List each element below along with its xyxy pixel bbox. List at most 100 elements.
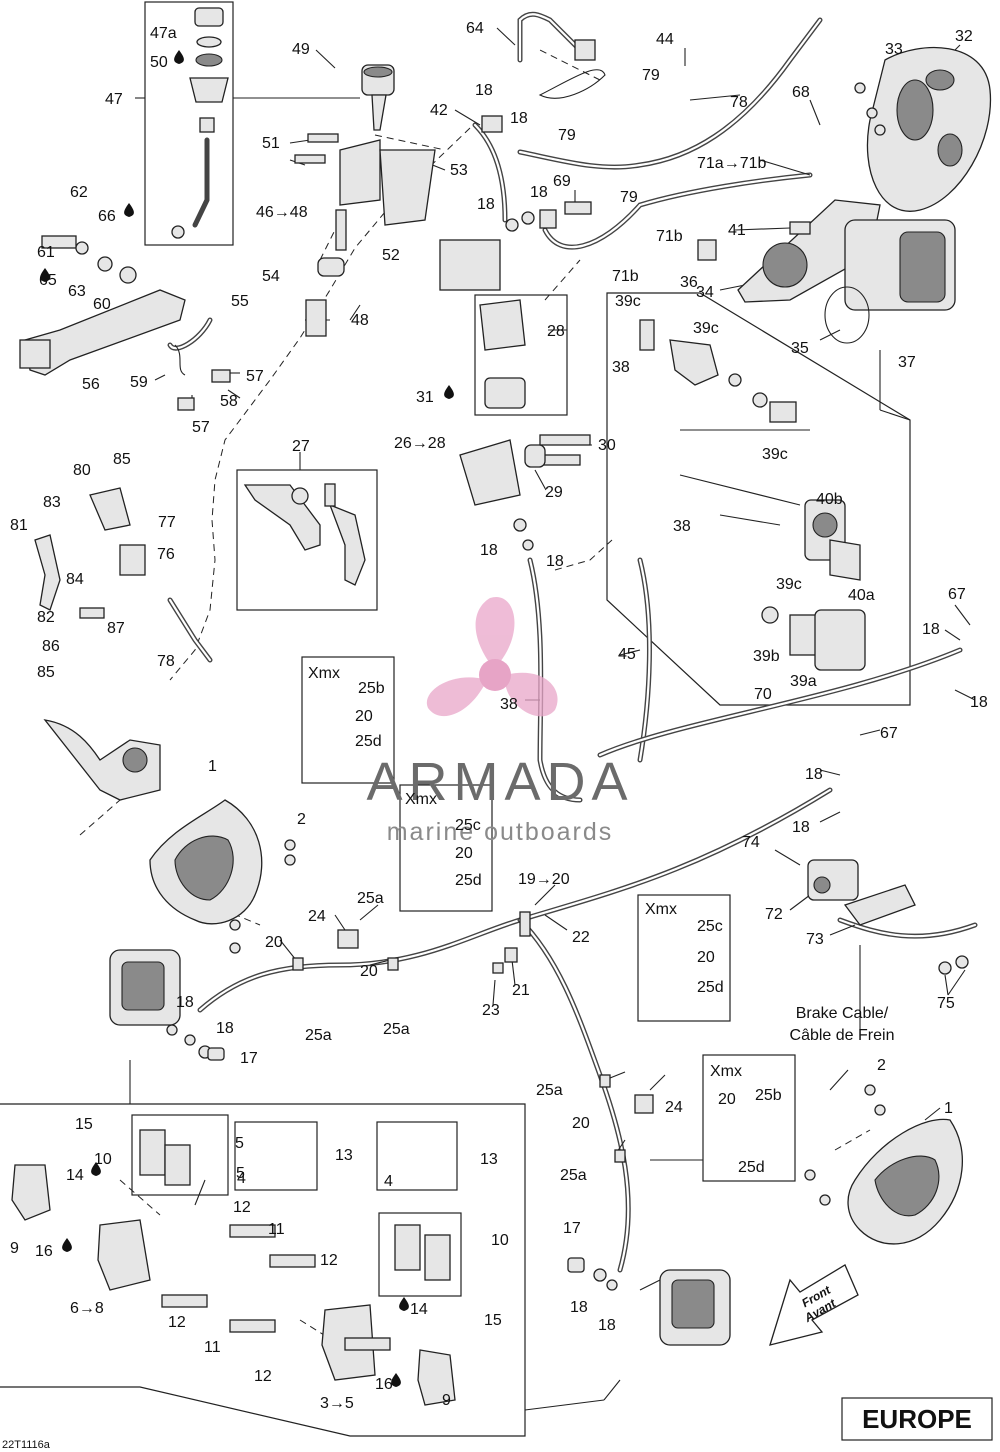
callout-20: 20 — [572, 1115, 590, 1132]
callout-42: 42 — [430, 102, 448, 119]
callout-78: 78 — [730, 94, 748, 111]
callout-79: 79 — [642, 67, 660, 84]
callout-12: 12 — [168, 1314, 186, 1331]
callout-4: 4 — [237, 1170, 246, 1187]
callout-31: 31 — [416, 389, 434, 406]
callout-9: 9 — [10, 1240, 19, 1257]
callout-18: 18 — [922, 621, 940, 638]
callout-11: 11 — [268, 1221, 285, 1238]
callout-19-20: 19→20 — [518, 871, 570, 888]
xmx-item: 20 — [355, 708, 373, 725]
callout-18: 18 — [546, 553, 564, 570]
callout-18: 18 — [570, 1299, 588, 1316]
callout-71a-71b: 71a→71b — [697, 155, 766, 172]
callout-18: 18 — [530, 184, 548, 201]
callout-57: 57 — [192, 419, 210, 436]
callout-77: 77 — [158, 514, 176, 531]
callout-5: 5 — [236, 1165, 245, 1182]
front-arrow: Front Avant — [769, 1264, 859, 1346]
callout-20: 20 — [360, 963, 378, 980]
callout-23: 23 — [482, 1002, 500, 1019]
callout-12: 12 — [233, 1199, 251, 1216]
watermark-tagline: marine outboards — [387, 818, 614, 846]
callout-75: 75 — [937, 995, 955, 1012]
callout-79: 79 — [620, 189, 638, 206]
callout-25a: 25a — [357, 890, 384, 907]
callout-63: 63 — [68, 283, 86, 300]
callout-9: 9 — [442, 1392, 451, 1409]
callout-21: 21 — [512, 982, 530, 999]
callout-1: 1 — [944, 1100, 953, 1117]
callout-39c: 39c — [615, 293, 641, 310]
rear-caliper-37 — [697, 199, 956, 344]
front-caliper-right — [567, 1257, 731, 1346]
callout-34: 34 — [696, 284, 714, 301]
callout-56: 56 — [82, 376, 100, 393]
brake-cable-label-line2: Câble de Frein — [790, 1027, 895, 1044]
callout-62: 62 — [70, 184, 88, 201]
diagram-code: 22T1116a — [2, 1439, 51, 1451]
xmx-item: 25d — [455, 872, 482, 889]
parts — [11, 7, 992, 1406]
callout-48: 48 — [351, 312, 369, 329]
callout-18: 18 — [475, 82, 493, 99]
callout-60: 60 — [93, 296, 111, 313]
callout-25a: 25a — [305, 1027, 332, 1044]
callout-71b: 71b — [612, 268, 639, 285]
callout-18: 18 — [510, 110, 528, 127]
callout-67: 67 — [948, 586, 966, 603]
callout-4: 4 — [384, 1173, 393, 1190]
callout-85: 85 — [113, 451, 131, 468]
xmx-title: Xmx — [308, 665, 340, 682]
callout-54: 54 — [262, 268, 280, 285]
xmx-box-3: Xmx 25c 20 25d — [645, 901, 724, 996]
watermark: ARMADA marine outboards — [366, 596, 633, 846]
callout-49: 49 — [292, 41, 310, 58]
callout-14: 14 — [66, 1167, 84, 1184]
xmx-item: 25d — [697, 979, 724, 996]
callout-39c: 39c — [693, 320, 719, 337]
callout-45: 45 — [618, 646, 636, 663]
callout-11: 11 — [204, 1339, 221, 1356]
callout-78: 78 — [157, 653, 175, 670]
callout-41: 41 — [728, 222, 746, 239]
callout-38: 38 — [673, 518, 691, 535]
callout-18: 18 — [792, 819, 810, 836]
callout-82: 82 — [37, 609, 55, 626]
callout-17: 17 — [563, 1220, 581, 1237]
xmx-title: Xmx — [645, 901, 677, 918]
watermark-brand: ARMADA — [366, 752, 633, 812]
brake-pedal-56 — [19, 235, 231, 411]
callout-15: 15 — [484, 1312, 502, 1329]
callout-73: 73 — [806, 931, 824, 948]
callout-57: 57 — [246, 368, 264, 385]
callout-3-5: 3→5 — [320, 1395, 354, 1412]
callout-10: 10 — [491, 1232, 509, 1249]
callout-18: 18 — [176, 994, 194, 1011]
callout-12: 12 — [254, 1368, 272, 1385]
callout-81: 81 — [10, 517, 28, 534]
xmx-title: Xmx — [405, 791, 437, 808]
callout-14: 14 — [410, 1301, 428, 1318]
fittings-cluster — [439, 39, 606, 291]
callout-86: 86 — [42, 638, 60, 655]
callout-76: 76 — [157, 546, 175, 563]
callout-10: 10 — [94, 1151, 112, 1168]
callout-33: 33 — [885, 41, 903, 58]
callout-13: 13 — [335, 1147, 353, 1164]
xmx-box-2: Xmx 25c 20 25d — [405, 791, 482, 889]
callout-38: 38 — [612, 359, 630, 376]
fluid-drop-icons — [40, 50, 454, 1387]
callout-18: 18 — [598, 1317, 616, 1334]
xmx-box-4: Xmx 20 25b 25d — [710, 1063, 782, 1176]
handlebar-master-cylinder — [459, 299, 591, 551]
callout-12: 12 — [320, 1252, 338, 1269]
callout-35: 35 — [791, 340, 809, 357]
callout-24: 24 — [308, 908, 326, 925]
brake-lines — [167, 11, 978, 1273]
fluid-drop-icon — [391, 1373, 401, 1387]
rear-disc-32 — [854, 46, 992, 212]
propeller-logo-icon — [426, 596, 558, 717]
callout-69: 69 — [553, 173, 571, 190]
